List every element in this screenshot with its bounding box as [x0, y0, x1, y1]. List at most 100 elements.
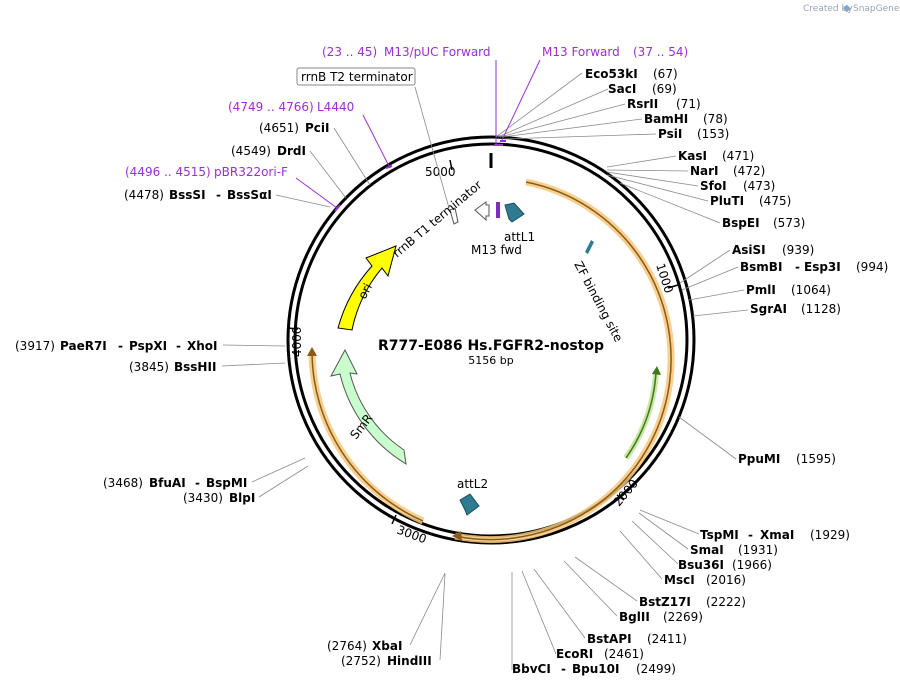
plasmid-name: R777-E086 Hs.FGFR2-nostop: [378, 338, 604, 354]
site-saci: SacI(69): [608, 82, 677, 96]
primer-label-pbr322-name: pBR322ori-F: [214, 165, 288, 179]
snapgene-logo-icon: ◆: [843, 3, 851, 14]
primer-m13-forward: [500, 59, 541, 142]
svg-text:(2764): (2764): [327, 639, 367, 653]
svg-text:-: -: [216, 188, 221, 202]
svg-text:BglII: BglII: [619, 610, 650, 624]
tick-4000: 4000: [287, 326, 304, 357]
site-bbvci: BbvCI-Bpu10I(2499): [512, 662, 676, 676]
zf-site-glyph: [585, 240, 594, 254]
svg-text:(3845): (3845): [129, 360, 169, 374]
green-segment-arrowhead: [652, 366, 661, 375]
primer-l4440: [362, 114, 393, 169]
site-bsu36i: Bsu36I(1966): [678, 558, 772, 572]
svg-text:(78): (78): [703, 112, 728, 126]
attl2-arrow: [459, 493, 480, 516]
ori-arrow: [337, 245, 397, 331]
credit-brand: SnapGene: [853, 4, 900, 14]
primer-pbr322ori-f: [295, 177, 341, 212]
svg-text:(939): (939): [782, 243, 814, 257]
svg-text:RsrII: RsrII: [627, 97, 658, 111]
svg-text:(2016): (2016): [706, 573, 746, 587]
site-drdi: (4549) DrdI: [231, 144, 306, 158]
m13-fwd-label: M13 fwd: [471, 243, 522, 257]
svg-text:SfoI: SfoI: [700, 179, 727, 193]
svg-text:-: -: [748, 528, 753, 542]
site-ecori: EcoRI (2461): [556, 647, 644, 661]
site-xbai: (2764) XbaI: [327, 639, 402, 653]
svg-text:BssHII: BssHII: [174, 360, 216, 374]
svg-text:(71): (71): [676, 97, 701, 111]
svg-text:(1595): (1595): [796, 452, 836, 466]
svg-text:EcoRI: EcoRI: [556, 647, 593, 661]
plasmid-size: 5156 bp: [468, 354, 513, 367]
site-asisi: AsiSI (939): [732, 243, 814, 257]
site-rsrii: RsrII (71): [627, 97, 701, 111]
svg-text:(1966): (1966): [732, 558, 772, 572]
site-psii: PsiI(153): [658, 127, 729, 141]
svg-text:(4549): (4549): [231, 144, 271, 158]
primer-label-l4440-name: L4440: [317, 100, 354, 114]
svg-text:BstAPI: BstAPI: [587, 632, 632, 646]
svg-text:SmaI: SmaI: [690, 543, 724, 557]
svg-text:(4651): (4651): [259, 121, 299, 135]
svg-text:-: -: [176, 339, 181, 353]
svg-text:BbvCI: BbvCI: [512, 662, 551, 676]
svg-text:(472): (472): [733, 164, 765, 178]
svg-text:SacI: SacI: [608, 82, 636, 96]
svg-text:BlpI: BlpI: [229, 491, 255, 505]
svg-text:(2222): (2222): [706, 595, 746, 609]
svg-text:AsiSI: AsiSI: [732, 243, 766, 257]
site-msci: MscI(2016): [664, 573, 746, 587]
primer-label-m13-puc-range: (23 .. 45): [322, 45, 377, 59]
left-band-line: [311, 351, 424, 522]
svg-text:(2752): (2752): [341, 654, 381, 668]
svg-text:TspMI: TspMI: [700, 528, 739, 542]
site-kasi: KasI(471): [678, 149, 754, 163]
site-pcii: (4651) PciI: [259, 121, 330, 135]
svg-text:(475): (475): [759, 194, 791, 208]
svg-text:-: -: [118, 339, 123, 353]
svg-text:PluTI: PluTI: [710, 194, 744, 208]
site-eco53ki: Eco53kI(67): [585, 67, 678, 81]
svg-text:BamHI: BamHI: [644, 112, 688, 126]
svg-text:(2461): (2461): [604, 647, 644, 661]
site-blpi: (3430) BlpI: [183, 491, 255, 505]
svg-text:(473): (473): [743, 179, 775, 193]
svg-text:NarI: NarI: [690, 164, 719, 178]
primer-label-m13-forward-range: (37 .. 54): [633, 45, 688, 59]
svg-text:PciI: PciI: [305, 121, 330, 135]
site-pmli: PmlI (1064): [746, 283, 831, 297]
left-band-highlight: [308, 351, 425, 525]
site-leaders-left: [221, 86, 450, 661]
site-smai: SmaI (1931): [690, 543, 778, 557]
svg-text:XbaI: XbaI: [372, 639, 402, 653]
green-segment-line: [625, 371, 657, 459]
primer-label-m13-puc-name: M13/pUC Forward: [384, 45, 491, 59]
svg-text:(3430): (3430): [183, 491, 223, 505]
svg-text:(4478): (4478): [124, 188, 164, 202]
svg-text:XhoI: XhoI: [187, 339, 218, 353]
svg-text:HindIII: HindIII: [387, 654, 432, 668]
site-bglii: BglII(2269): [619, 610, 703, 624]
svg-text:DrdI: DrdI: [277, 144, 306, 158]
site-sgrai: SgrAI(1128): [750, 302, 841, 316]
primer-label-m13-forward-name: M13 Forward: [542, 45, 620, 59]
svg-text:(67): (67): [653, 67, 678, 81]
svg-text:PmlI: PmlI: [746, 283, 776, 297]
svg-text:(3468): (3468): [103, 476, 143, 490]
svg-text:(1931): (1931): [738, 543, 778, 557]
site-bstz17i: BstZ17I(2222): [639, 595, 746, 609]
site-nari: NarI (472): [690, 164, 765, 178]
svg-text:(1064): (1064): [791, 283, 831, 297]
tick-5000: 5000: [425, 159, 456, 179]
svg-text:BssSI: BssSI: [169, 188, 206, 202]
svg-text:BssSαI: BssSαI: [227, 188, 272, 202]
insert-arrowhead: [452, 531, 462, 541]
svg-text:(3917): (3917): [15, 339, 55, 353]
site-bsmbi: BsmBI-Esp3I(994): [740, 260, 888, 274]
svg-text:Bpu10I: Bpu10I: [572, 662, 619, 676]
site-bspei: BspEI(573): [722, 216, 805, 230]
site-bsshii: (3845) BssHII: [129, 360, 216, 374]
